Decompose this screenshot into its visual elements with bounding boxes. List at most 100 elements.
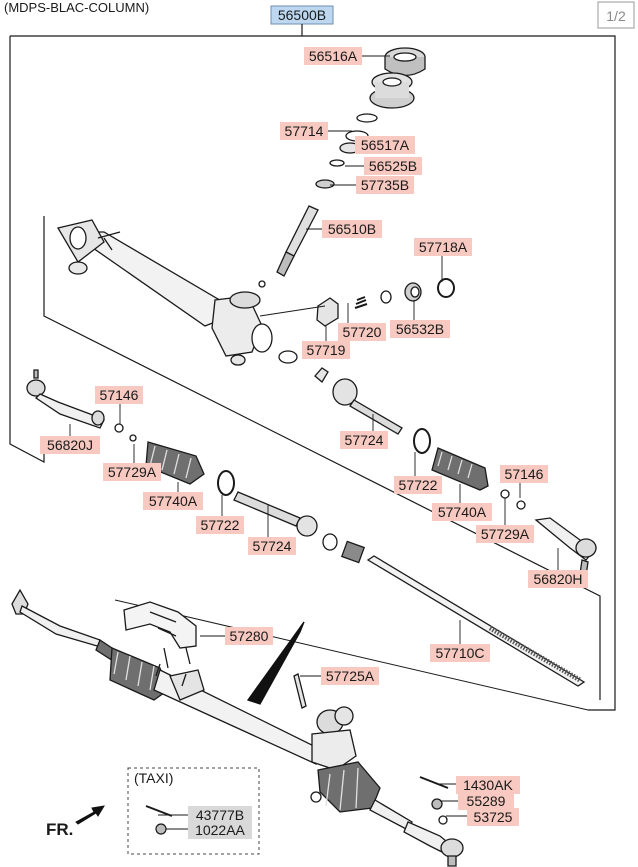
heat-protector-part (123, 601, 197, 669)
lock-ring-part (380, 290, 392, 304)
lock-nut-part (437, 278, 455, 298)
o-ring-part (356, 113, 378, 123)
dust-cover-part (384, 47, 426, 77)
assembly-callout[interactable]: 56500B (270, 5, 334, 25)
callout-57719[interactable]: 57719 (302, 341, 350, 359)
svg-text:43777B: 43777B (196, 807, 244, 823)
nut-55289-part (431, 798, 443, 810)
svg-text:56517A: 56517A (361, 137, 410, 153)
inner-ball-joint-right (332, 378, 403, 435)
inner-ball-joint-left (233, 491, 318, 537)
svg-text:55289: 55289 (467, 793, 506, 809)
svg-text:57724: 57724 (253, 538, 292, 554)
callout-1022AA[interactable]: 1022AA (188, 821, 252, 839)
callout-56525B[interactable]: 56525B (364, 157, 422, 175)
bellows-right (431, 447, 489, 491)
callout-57735B[interactable]: 57735B (356, 176, 414, 194)
svg-text:56516A: 56516A (309, 48, 358, 64)
svg-text:56525B: 56525B (369, 158, 417, 174)
svg-text:53725: 53725 (474, 809, 513, 825)
svg-text:57710C: 57710C (435, 645, 484, 661)
callout-57710C[interactable]: 57710C (430, 644, 490, 662)
split-pin-right (516, 500, 526, 510)
pinion-bearing-part (369, 72, 415, 109)
callout-57740A-right[interactable]: 57740A (432, 503, 492, 521)
yoke-plug-part (404, 282, 422, 302)
callout-1430AK[interactable]: 1430AK (456, 776, 520, 794)
taxi-bolt-part (145, 805, 173, 817)
ball-part (258, 280, 266, 288)
leader-lines (69, 55, 559, 830)
callout-56516A[interactable]: 56516A (304, 47, 362, 65)
svg-text:57719: 57719 (307, 342, 346, 358)
o-ring-housing-part (278, 350, 298, 364)
callout-53725[interactable]: 53725 (467, 808, 519, 826)
svg-text:57146: 57146 (505, 466, 544, 482)
callout-57722-left[interactable]: 57722 (196, 516, 244, 534)
pinion-shaft-part (276, 205, 319, 277)
callout-57146-right[interactable]: 57146 (500, 465, 548, 483)
bolt-part (293, 673, 307, 709)
tie-rod-end-right (534, 517, 598, 577)
svg-text:57718A: 57718A (419, 239, 468, 255)
nut-left-part (114, 423, 124, 433)
subassembly-boundary (43, 216, 601, 700)
callout-57724-right[interactable]: 57724 (340, 431, 388, 449)
callout-56532B[interactable]: 56532B (390, 320, 450, 338)
bolt-1430ak-part (419, 776, 449, 789)
callout-57720[interactable]: 57720 (338, 323, 386, 341)
svg-text:57714: 57714 (285, 123, 324, 139)
nut-right-part (500, 489, 510, 499)
callout-57714[interactable]: 57714 (280, 122, 328, 140)
taxi-nut-part (155, 823, 167, 835)
front-direction-indicator: FR. (46, 805, 105, 839)
svg-text:56820J: 56820J (47, 437, 93, 453)
callout-57722-right[interactable]: 57722 (394, 476, 442, 494)
callout-56820J[interactable]: 56820J (40, 436, 100, 454)
callout-57146-left[interactable]: 57146 (95, 386, 143, 404)
callout-43777B[interactable]: 43777B (188, 806, 252, 824)
clip-part (314, 367, 329, 383)
tie-rod-end-left (26, 369, 105, 429)
front-arrow-icon (75, 805, 105, 825)
callout-56517A[interactable]: 56517A (355, 136, 415, 154)
callout-57280[interactable]: 57280 (225, 627, 273, 645)
svg-text:1430AK: 1430AK (463, 777, 513, 793)
page-indicator-box (597, 1, 635, 29)
yoke-part (316, 297, 339, 327)
callout-57725A[interactable]: 57725A (321, 667, 379, 685)
svg-text:57740A: 57740A (438, 504, 487, 520)
svg-text:56532B: 56532B (396, 321, 444, 337)
taxi-option-box: (TAXI) 43777B 1022AA (127, 767, 260, 855)
taxi-label: (TAXI) (134, 770, 173, 786)
split-pin-left (129, 434, 137, 442)
steering-gear-assembly (11, 588, 464, 867)
diagram-title: (MDPS-BLAC-COLUMN) (4, 0, 149, 15)
front-label: FR. (46, 820, 73, 839)
boundary-return-line (114, 599, 589, 711)
direction-wedge-graphic (246, 621, 305, 705)
assembly-code: 56500B (278, 7, 326, 23)
svg-text:57729A: 57729A (481, 526, 530, 542)
gear-box-housing (56, 219, 273, 366)
callout-57724-left[interactable]: 57724 (248, 537, 296, 555)
snap-ring-part (329, 159, 345, 167)
rack-bar-part (366, 555, 586, 687)
callout-57729A-left[interactable]: 57729A (103, 463, 161, 481)
svg-text:57740A: 57740A (149, 493, 198, 509)
svg-text:57722: 57722 (399, 477, 438, 493)
svg-text:57722: 57722 (201, 517, 240, 533)
callout-57718A[interactable]: 57718A (414, 238, 472, 256)
callout-56820H[interactable]: 56820H (528, 570, 588, 588)
callout-57740A-left[interactable]: 57740A (143, 492, 203, 510)
callout-57729A-right[interactable]: 57729A (476, 525, 534, 543)
callout-55289[interactable]: 55289 (458, 792, 514, 810)
callout-labels: 56516A 57714 56517A 56525B 57735B 56510B… (40, 47, 588, 826)
svg-text:57724: 57724 (345, 432, 384, 448)
svg-text:57280: 57280 (230, 628, 269, 644)
bearing-part (315, 179, 335, 189)
boot-clamp-left (217, 470, 235, 496)
bellows-left (145, 441, 205, 485)
callout-56510B[interactable]: 56510B (322, 220, 382, 238)
